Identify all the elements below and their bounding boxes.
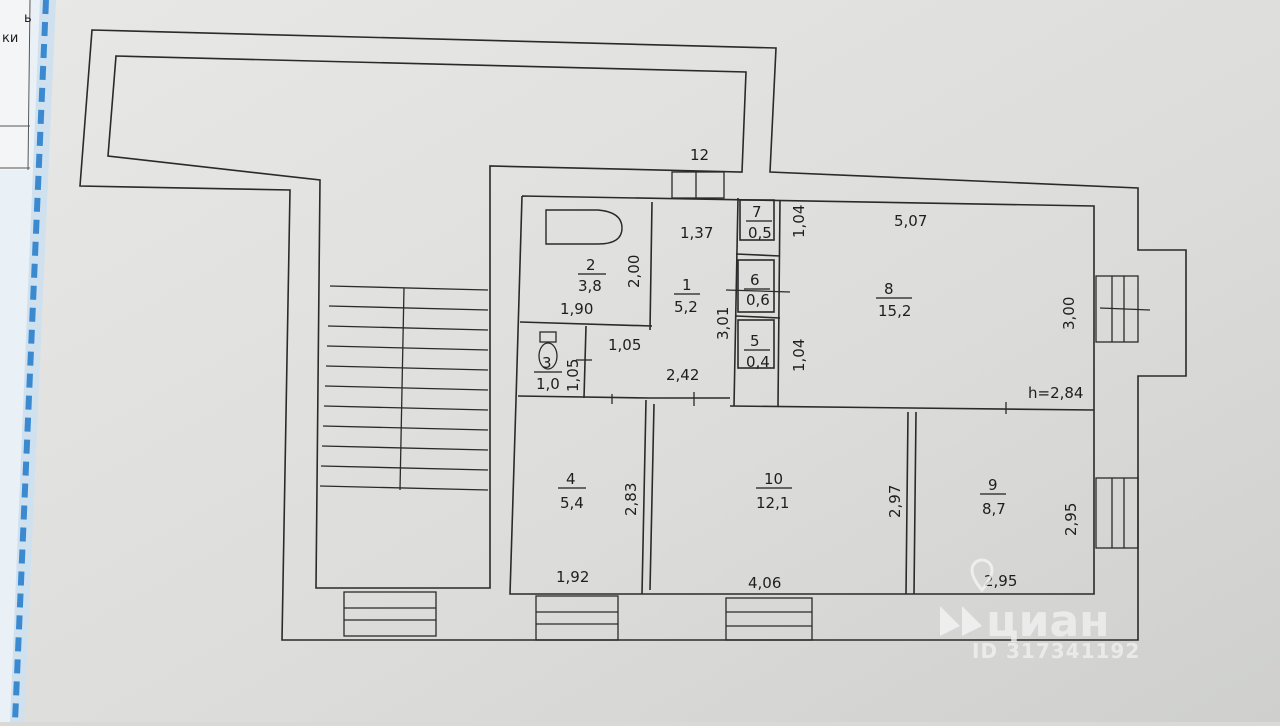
watermark-id: ID 317341192 [972, 639, 1140, 663]
room-10-width: 4,06 [748, 574, 781, 592]
room-6-area: 0,6 [746, 291, 770, 309]
labels: 12 2 3,8 2,00 1,90 1,37 1 5,2 3,01 7 0,5… [534, 146, 1083, 592]
staircase [319, 285, 489, 491]
room-3-width: 1,05 [608, 336, 641, 354]
door-marks [576, 289, 1151, 414]
room-10-area: 12,1 [756, 494, 789, 512]
bathtub [545, 209, 623, 245]
room-8-height: 3,00 [1060, 297, 1078, 330]
edge-text-2: ки [2, 31, 18, 46]
room-5-area: 0,4 [746, 353, 770, 371]
room-9-number: 9 [988, 476, 998, 494]
room-2-area: 3,8 [578, 277, 602, 295]
ceiling-height: h=2,84 [1028, 384, 1083, 402]
room-2-height: 2,00 [625, 255, 643, 288]
room-3-height: 1,05 [564, 359, 582, 392]
room-9-width: 2,95 [984, 572, 1017, 590]
watermark-brand: циан [986, 596, 1110, 647]
watermark: циан ID 317341192 [940, 558, 1140, 663]
room-5-height: 1,04 [790, 339, 808, 372]
adjacent-document: ь ки [0, 0, 56, 723]
room-1-number: 1 [682, 276, 692, 294]
room-3-area: 1,0 [536, 375, 560, 393]
room-10-height: 2,97 [886, 485, 904, 518]
room-5-number: 5 [750, 332, 760, 350]
edge-text-1: ь [24, 11, 32, 26]
cian-logo-icon [940, 606, 982, 636]
label-12: 12 [690, 146, 709, 164]
room-8-width: 5,07 [894, 212, 927, 230]
room-1-width: 1,37 [680, 224, 713, 242]
room-4-number: 4 [566, 470, 576, 488]
room-2-width: 1,90 [560, 300, 593, 318]
room-4-area: 5,4 [560, 494, 584, 512]
room-4-width: 1,92 [556, 568, 589, 586]
room-4-height: 2,83 [622, 483, 640, 516]
room-1-area: 5,2 [674, 298, 698, 316]
location-pin-icon [970, 558, 994, 593]
room-6-number: 6 [750, 271, 760, 289]
toilet [538, 331, 558, 370]
room-3-number: 3 [542, 354, 552, 372]
room-7-area: 0,5 [748, 224, 772, 242]
room-8-area: 15,2 [878, 302, 911, 320]
outer-walls [79, 29, 1187, 641]
room-1-height: 3,01 [714, 307, 732, 340]
room-7-number: 7 [752, 203, 762, 221]
room-2-number: 2 [586, 256, 596, 274]
room-7-height: 1,04 [790, 205, 808, 238]
room-10-number: 10 [764, 470, 783, 488]
partitions [517, 197, 1095, 595]
room-9-area: 8,7 [982, 500, 1006, 518]
room-8-number: 8 [884, 280, 894, 298]
hall-width: 2,42 [666, 366, 699, 384]
room-9-height: 2,95 [1062, 503, 1080, 536]
